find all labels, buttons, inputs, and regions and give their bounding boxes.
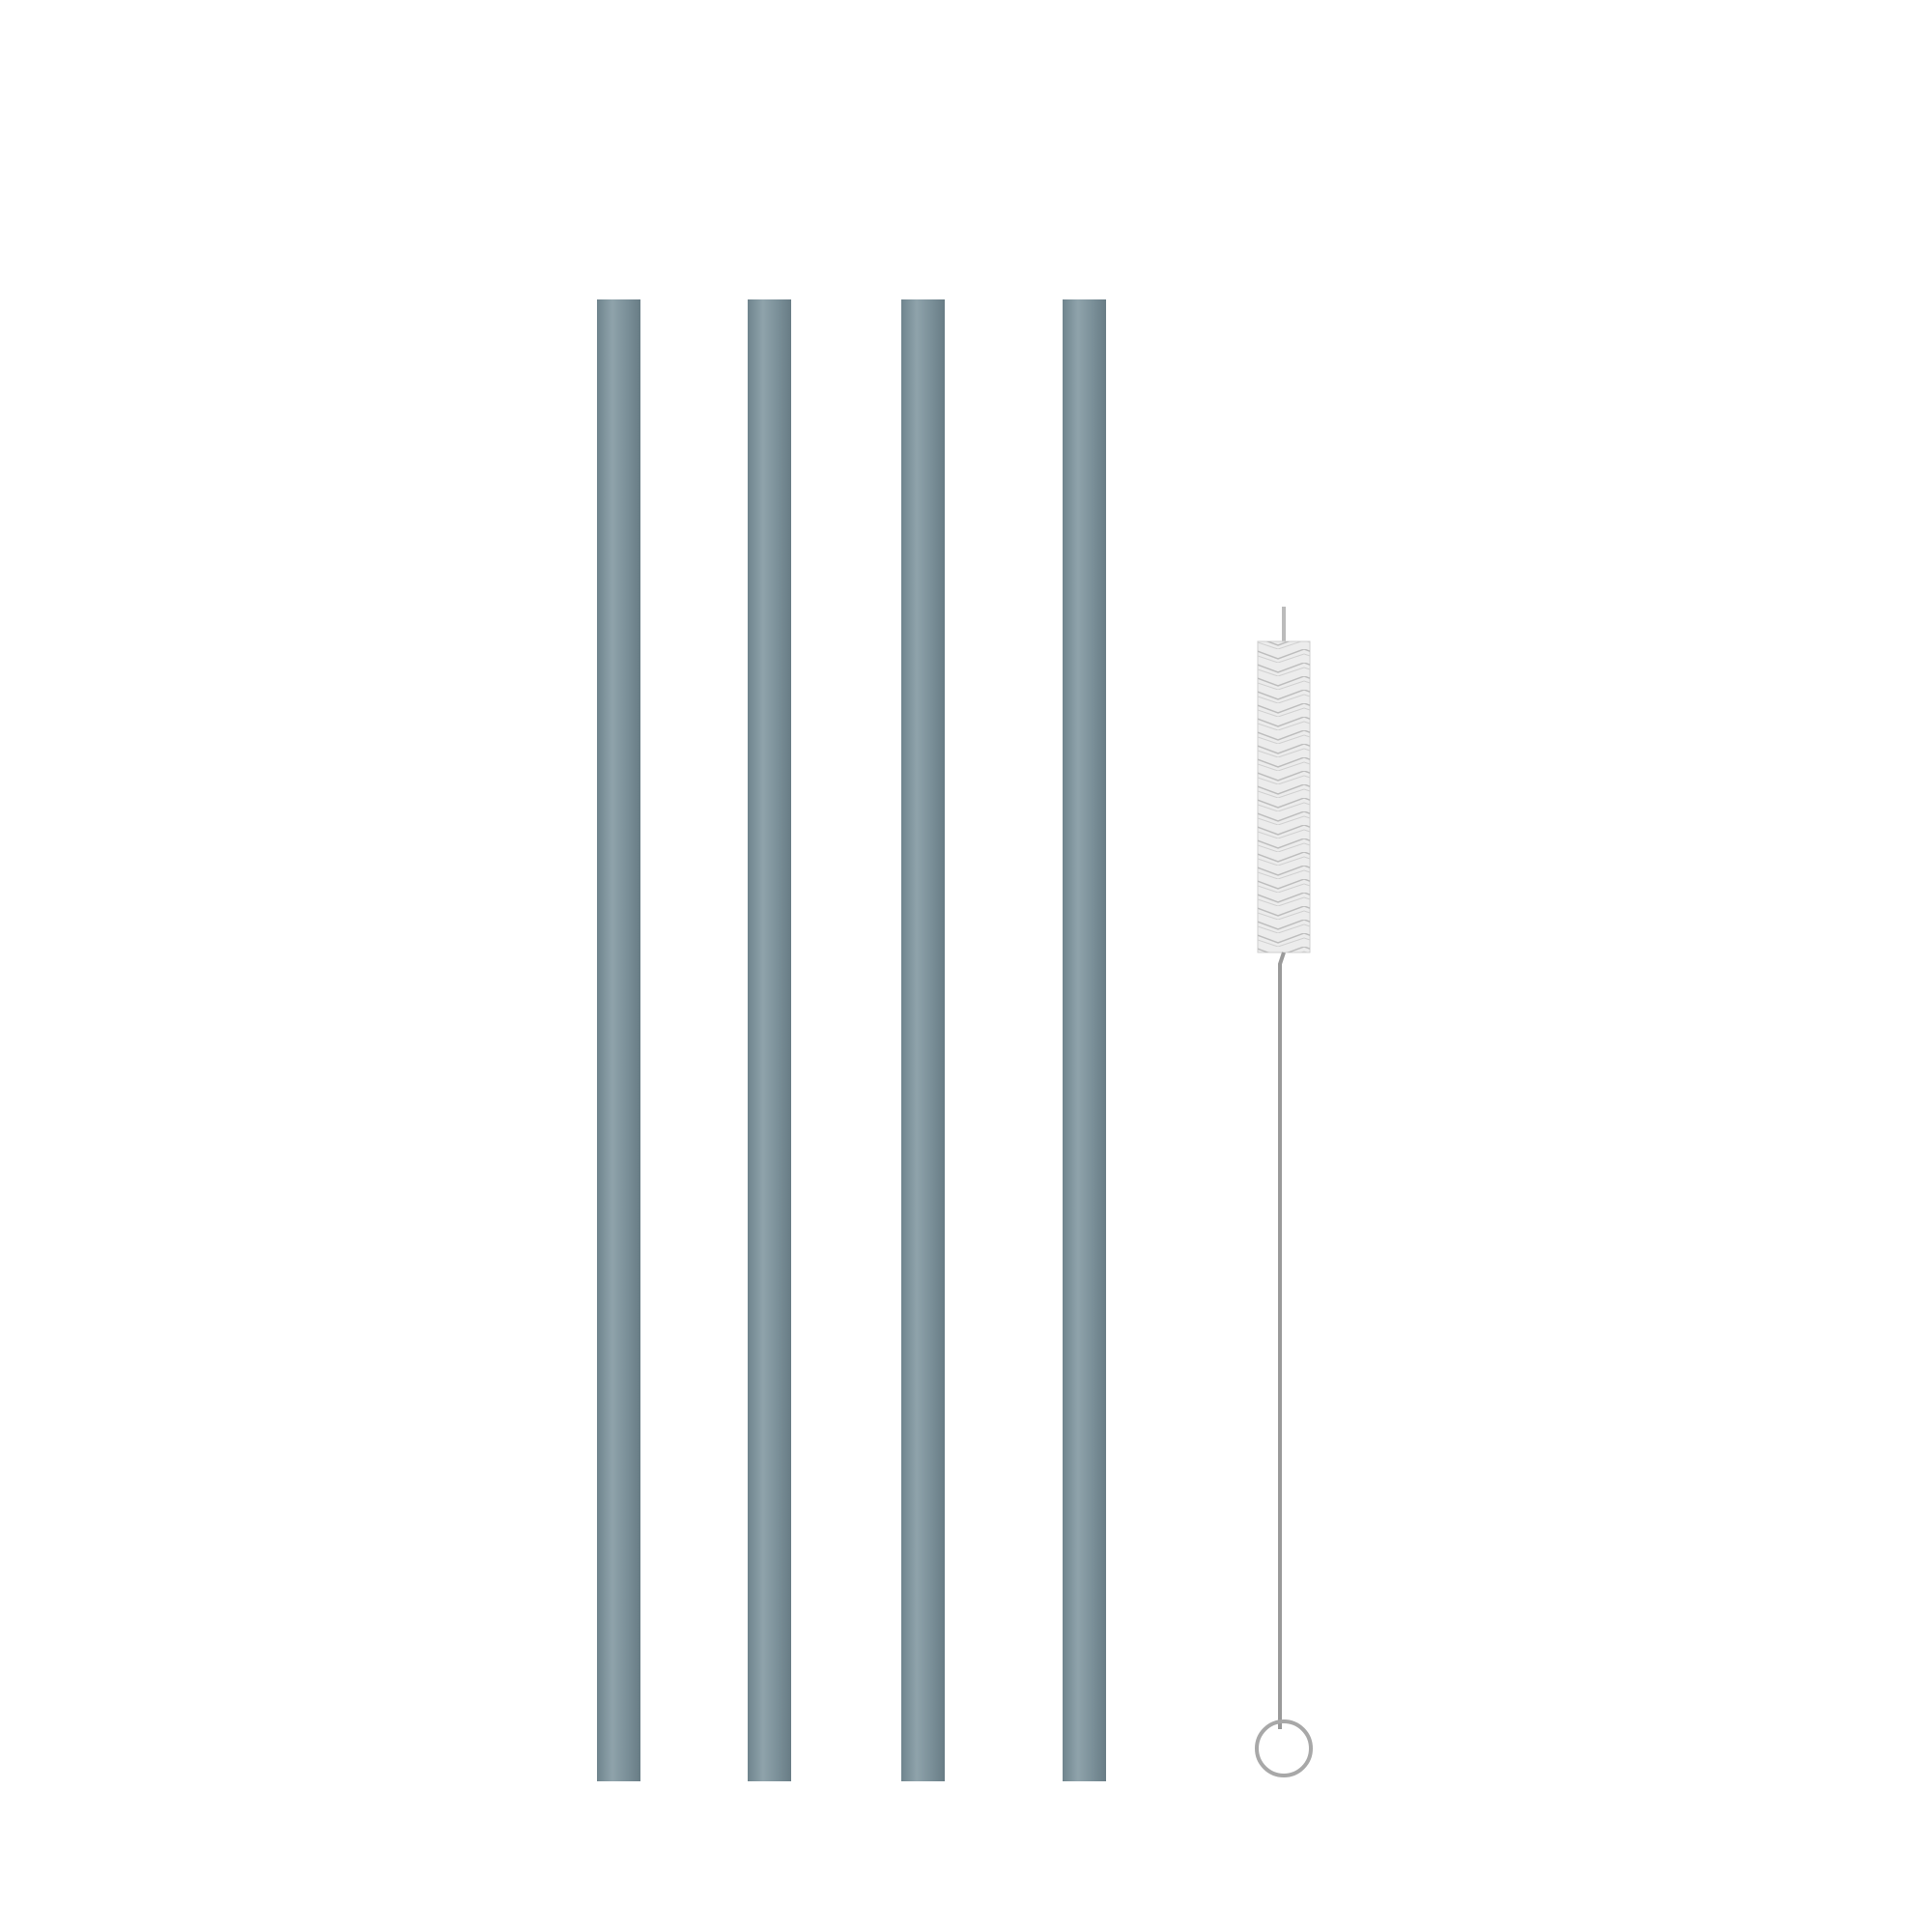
straw-3: [901, 299, 945, 1781]
brush-loop-handle: [1255, 1719, 1313, 1777]
straw-4: [1063, 299, 1106, 1781]
straw-2: [748, 299, 791, 1781]
straw-1: [597, 299, 640, 1781]
brush-wire: [1278, 952, 1286, 1729]
brush-bristle-texture: [1258, 641, 1310, 952]
cleaning-brush: [1255, 607, 1313, 1777]
straws-group: [597, 299, 1106, 1781]
